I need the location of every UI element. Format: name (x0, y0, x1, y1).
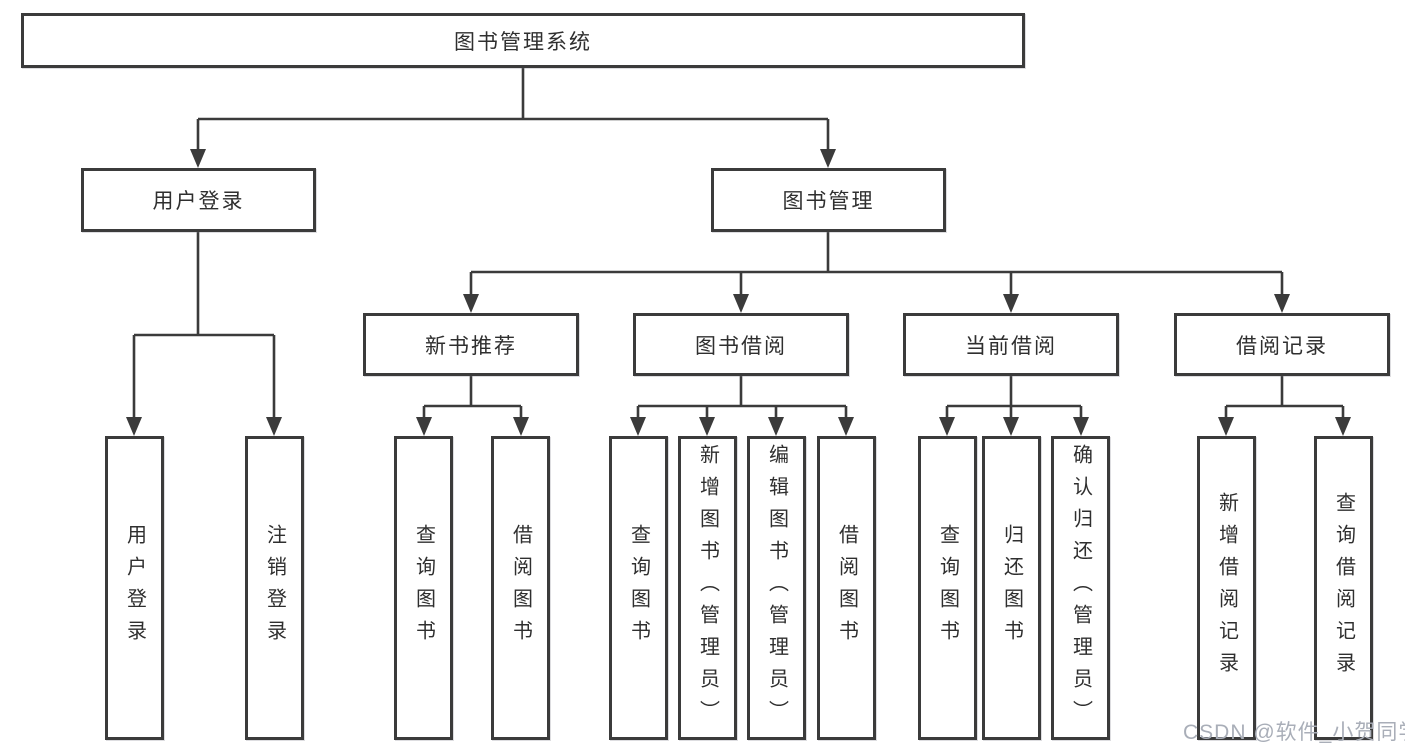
arrow-to-leaf-bb-borrow (838, 417, 854, 436)
leaf-bb-edit-books: 编辑图书（管理员） (747, 436, 806, 740)
leaf-logout-label: 注销登录 (263, 524, 286, 652)
arrow-to-leaf-br-query (1335, 417, 1351, 436)
leaf-bb-edit-books-label: 编辑图书（管理员） (765, 444, 788, 732)
arrow-to-current-borrowing (1003, 294, 1019, 313)
leaf-nbr-borrow-books-label: 借阅图书 (509, 524, 532, 652)
arrow-to-leaf-bb-add (699, 417, 715, 436)
node-root: 图书管理系统 (21, 13, 1025, 68)
node-current-borrowing: 当前借阅 (903, 313, 1119, 376)
leaf-br-query-record: 查询借阅记录 (1314, 436, 1373, 740)
leaf-cb-confirm-return-label: 确认归还（管理员） (1069, 444, 1092, 732)
leaf-user-login: 用户登录 (105, 436, 164, 740)
arrow-to-new-book-recommend (463, 294, 479, 313)
leaf-br-query-record-label: 查询借阅记录 (1332, 492, 1355, 684)
arrow-to-leaf-cb-confirm (1073, 417, 1089, 436)
arrow-to-leaf-cb-return (1003, 417, 1019, 436)
leaf-bb-borrow-books: 借阅图书 (817, 436, 876, 740)
leaf-bb-add-books-label: 新增图书（管理员） (696, 444, 719, 732)
leaf-bb-query-books: 查询图书 (609, 436, 668, 740)
leaf-cb-query-books-label: 查询图书 (936, 524, 959, 652)
arrow-to-book-management (820, 149, 836, 168)
arrow-to-borrowing-records (1274, 294, 1290, 313)
arrow-to-leaf-nbr-borrow (513, 417, 529, 436)
leaf-logout: 注销登录 (245, 436, 304, 740)
arrow-to-leaf-nbr-query (416, 417, 432, 436)
arrow-to-leaf-cb-query (939, 417, 955, 436)
arrow-to-user-login (190, 149, 206, 168)
arrow-to-leaf-logout (266, 417, 282, 436)
leaf-nbr-query-books-label: 查询图书 (412, 524, 435, 652)
node-borrowing-records: 借阅记录 (1174, 313, 1390, 376)
leaf-cb-query-books: 查询图书 (918, 436, 977, 740)
leaf-br-add-record: 新增借阅记录 (1197, 436, 1256, 740)
leaf-bb-add-books: 新增图书（管理员） (678, 436, 737, 740)
node-book-management: 图书管理 (711, 168, 946, 232)
arrow-to-leaf-bb-edit (768, 417, 784, 436)
leaf-cb-return-books-label: 归还图书 (1000, 524, 1023, 652)
leaf-cb-confirm-return: 确认归还（管理员） (1051, 436, 1110, 740)
arrow-to-leaf-br-add (1218, 417, 1234, 436)
leaf-nbr-borrow-books: 借阅图书 (491, 436, 550, 740)
arrow-to-leaf-bb-query (630, 417, 646, 436)
leaf-bb-query-books-label: 查询图书 (627, 524, 650, 652)
arrow-to-book-borrowing (733, 294, 749, 313)
node-book-borrowing: 图书借阅 (633, 313, 849, 376)
node-user-login: 用户登录 (81, 168, 316, 232)
node-new-book-recommend: 新书推荐 (363, 313, 579, 376)
watermark: CSDN @软件_小贺同学 (1183, 721, 1405, 744)
leaf-nbr-query-books: 查询图书 (394, 436, 453, 740)
leaf-user-login-label: 用户登录 (123, 524, 146, 652)
leaf-br-add-record-label: 新增借阅记录 (1215, 492, 1238, 684)
leaf-bb-borrow-books-label: 借阅图书 (835, 524, 858, 652)
leaf-cb-return-books: 归还图书 (982, 436, 1041, 740)
arrow-to-leaf-user-login (126, 417, 142, 436)
